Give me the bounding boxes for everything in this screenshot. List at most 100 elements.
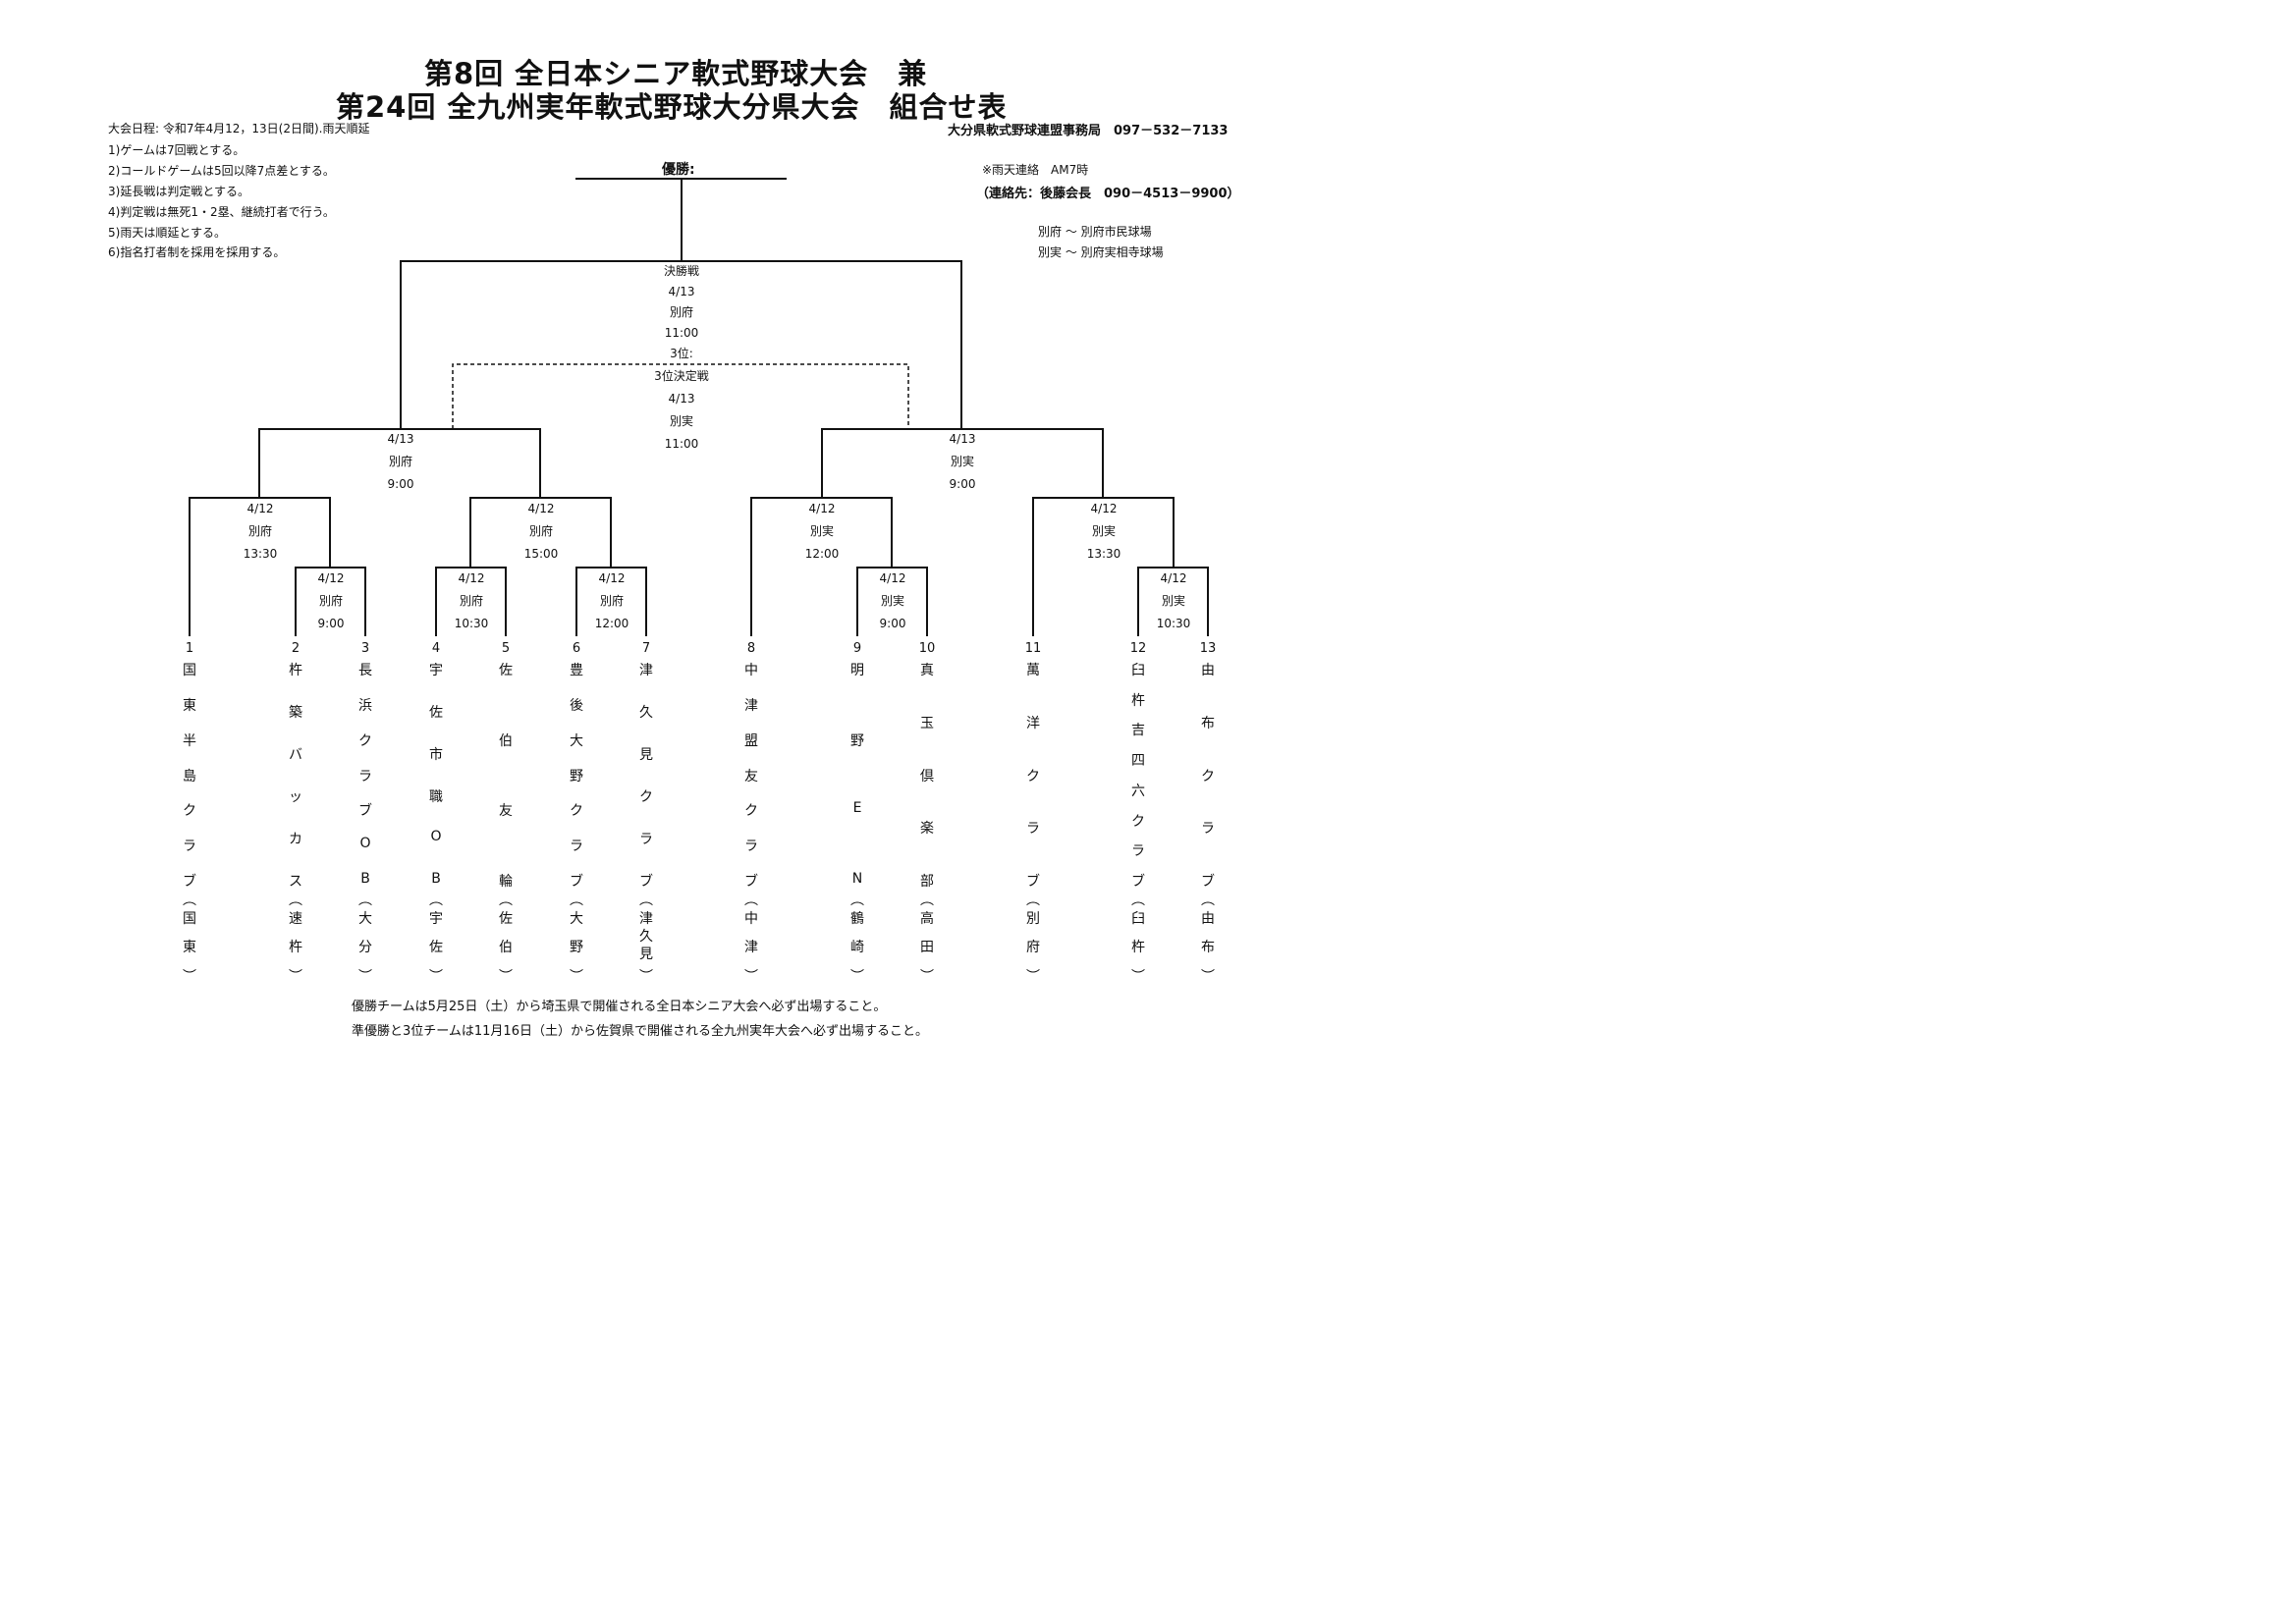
team-name-char: ク: [639, 789, 653, 805]
team-home-char: 佐: [429, 940, 443, 955]
team-home-char: 杵: [289, 940, 302, 955]
note-champion: 優勝チームは5月25日（土）から埼玉県で開催される全日本シニア大会へ必ず出場する…: [352, 1000, 887, 1014]
team-name-char: 友: [744, 768, 758, 785]
team-home-char: 久: [639, 929, 653, 945]
bracket-close: ︶: [429, 969, 443, 985]
bracket-lines: [189, 178, 1209, 636]
qf-2-time: 15:00: [523, 547, 559, 561]
team-name-char: ブ: [1026, 874, 1040, 890]
rule-4: 4)判定戦は無死1・2塁、継続打者で行う。: [108, 205, 335, 219]
team-name-char: 友: [499, 803, 513, 820]
r1-2-venue: 別府: [459, 594, 483, 608]
team-home-char: 臼: [1131, 911, 1145, 927]
team-name-char: ラ: [744, 839, 758, 855]
team-name-char: ス: [289, 874, 302, 890]
team-8-number: 8: [746, 641, 756, 656]
bracket-open: ︵: [639, 893, 653, 908]
bracket-close: ︶: [183, 969, 196, 985]
team-name-char: ブ: [183, 874, 196, 890]
team-6-number: 6: [572, 641, 581, 656]
team-home-char: 速: [289, 911, 302, 927]
team-name-char: ブ: [639, 874, 653, 890]
final-name: 決勝戦: [663, 264, 699, 278]
team-name-char: 明: [850, 663, 864, 678]
team-home-char: 府: [1026, 940, 1040, 955]
team-home-char: 佐: [499, 911, 513, 927]
final-date: 4/13: [668, 285, 695, 298]
qf-3-info: 4/12 別実 12:00: [783, 498, 861, 566]
semi-left-date: 4/13: [387, 432, 414, 446]
team-name-char: ブ: [358, 803, 372, 820]
team-name-char: 半: [183, 732, 196, 749]
rule-2: 2)コールドゲームは5回以降7点差とする。: [108, 164, 335, 178]
team-name-char: カ: [289, 832, 302, 847]
team-name-char: 津: [639, 663, 653, 678]
team-name-char: 六: [1131, 783, 1145, 799]
team-name-char: 臼: [1131, 663, 1145, 678]
bracket-open: ︵: [920, 893, 934, 908]
rain-contact-phone: （連絡先：後藤会長 090－4513－9900）: [976, 187, 1240, 201]
team-3-number: 3: [360, 641, 370, 656]
team-name-char: 津: [744, 697, 758, 714]
bracket-close: ︶: [289, 969, 302, 985]
champion-label: 優勝:: [662, 162, 695, 178]
team-home-char: 分: [358, 940, 372, 955]
bracket-close: ︶: [920, 969, 934, 985]
team-name-char: 島: [183, 768, 196, 785]
bracket-close: ︶: [570, 969, 583, 985]
team-name-char: ブ: [570, 874, 583, 890]
final-venue: 別府: [669, 305, 693, 319]
team-12-number: 12: [1129, 641, 1147, 656]
r1-5-date: 4/12: [1160, 571, 1187, 585]
team-name-char: 萬: [1026, 663, 1040, 678]
third-time: 11:00: [664, 437, 699, 451]
team-home-char: 大: [358, 911, 372, 927]
team-name-char: 宇: [429, 663, 443, 678]
team-name-char: 中: [744, 663, 758, 678]
team-name-char: 伯: [499, 732, 513, 749]
bracket-open: ︵: [499, 893, 513, 908]
team-name-char: ク: [1201, 768, 1215, 785]
bracket-open: ︵: [183, 893, 196, 908]
qf-1-venue: 別府: [247, 524, 272, 538]
qf-3-venue: 別実: [809, 524, 834, 538]
team-name-char: N: [851, 871, 863, 887]
bracket-close: ︶: [499, 969, 513, 985]
team-name-char: 部: [920, 874, 934, 890]
bracket-close: ︶: [639, 969, 653, 985]
semi-right-info: 4/13 別実 9:00: [913, 428, 1011, 496]
r1-1-info: 4/12 別府 9:00: [301, 568, 360, 635]
team-2-number: 2: [291, 641, 301, 656]
team-name-char: 後: [570, 697, 583, 714]
team-home-char: 見: [639, 947, 653, 962]
note-runner-up: 準優勝と3位チームは11月16日（土）から佐賀県で開催される全九州実年大会へ必ず…: [352, 1024, 928, 1039]
team-name-char: 玉: [920, 715, 934, 731]
team-name-char: ブ: [744, 874, 758, 890]
team-name-char: ラ: [1026, 821, 1040, 838]
bracket-open: ︵: [429, 893, 443, 908]
semi-right-date: 4/13: [949, 432, 976, 446]
team-name-char: ッ: [289, 789, 302, 805]
team-name-char: ラ: [1201, 821, 1215, 838]
team-name-char: ブ: [1131, 874, 1145, 890]
team-home-char: 津: [744, 940, 758, 955]
r1-2-info: 4/12 別府 10:30: [442, 568, 501, 635]
third-venue: 別実: [669, 414, 693, 428]
bracket-open: ︵: [358, 893, 372, 908]
r1-3-time: 12:00: [594, 617, 629, 630]
r1-1-venue: 別府: [318, 594, 343, 608]
team-name-char: O: [359, 836, 371, 852]
team-name-char: ク: [183, 803, 196, 820]
team-name-char: 杵: [289, 663, 302, 678]
team-home-char: 伯: [499, 940, 513, 955]
team-name-char: 佐: [499, 663, 513, 678]
team-name-char: ラ: [358, 768, 372, 785]
team-home-char: 中: [744, 911, 758, 927]
team-home-char: 由: [1201, 911, 1215, 927]
team-name-char: 東: [183, 697, 196, 714]
team-name-char: 豊: [570, 663, 583, 678]
rule-schedule: 大会日程: 令和7年4月12，13日(2日間).雨天順延: [108, 122, 370, 135]
team-name-char: ク: [570, 803, 583, 820]
team-13-number: 13: [1199, 641, 1217, 656]
r1-4-info: 4/12 別実 9:00: [863, 568, 922, 635]
